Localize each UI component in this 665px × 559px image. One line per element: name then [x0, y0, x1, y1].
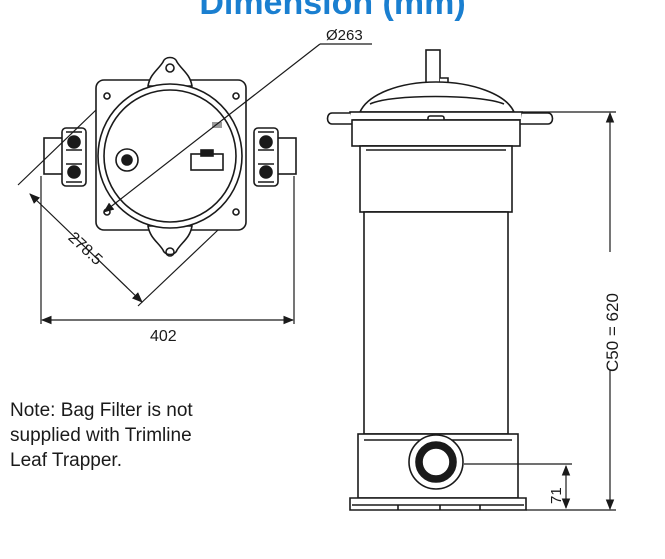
union-nut [258, 131, 274, 183]
base-feet [349, 497, 527, 511]
corner-bolt [232, 92, 240, 100]
note-text: Note: Bag Filter is not supplied with Tr… [10, 398, 250, 473]
height-label: C50 = 620 [603, 293, 622, 372]
lid-lug-bottom [147, 225, 193, 256]
lug-hole [165, 63, 175, 73]
union-nut [67, 165, 81, 179]
page-title: Dimension (mm) [199, 0, 466, 22]
diagonal-label: 278.5 [64, 229, 105, 269]
air-release-valve-core [121, 154, 133, 166]
lug-hole [165, 247, 175, 257]
diagonal-extension [17, 109, 97, 186]
diagonal-dim-line [29, 193, 143, 303]
diagonal-extension [137, 229, 219, 307]
foot-notches [397, 505, 481, 510]
diameter-dimension [103, 43, 372, 213]
outlet-height-label: 71 [548, 487, 565, 504]
diameter-label: Ø263 [326, 27, 363, 44]
diagonal-dimension [17, 109, 219, 307]
lid-ring [351, 119, 521, 147]
height-label-bg [600, 252, 622, 370]
lid-outer-ring [97, 83, 243, 229]
main-body [363, 211, 509, 435]
width-label: 402 [150, 328, 177, 345]
union-nut [66, 131, 82, 183]
outlet-port-right [275, 137, 297, 175]
outlet-fitting-inner [421, 447, 451, 477]
lid-handle-side [425, 49, 441, 87]
upper-body [359, 145, 513, 213]
lid-inner-ring [103, 89, 237, 223]
width-dimension [40, 176, 295, 325]
flange-tab-right [520, 112, 554, 125]
lid-marker [212, 122, 222, 128]
diameter-leader [103, 43, 321, 213]
note-line: Note: Bag Filter is not [10, 400, 193, 421]
corner-bolt [232, 208, 240, 216]
dome-ridge [369, 95, 505, 105]
corner-bolt [103, 92, 111, 100]
flange-tab-left [326, 112, 354, 125]
union-nut [259, 135, 273, 149]
note-line: supplied with Trimline [10, 425, 192, 446]
lid-handle-grip [200, 149, 214, 157]
top-view [43, 56, 297, 257]
union-nut [259, 165, 273, 179]
side-view [326, 49, 554, 511]
note-line: Leaf Trapper. [10, 450, 122, 471]
outlet-height-dimension [464, 463, 572, 510]
union-nut [67, 135, 81, 149]
